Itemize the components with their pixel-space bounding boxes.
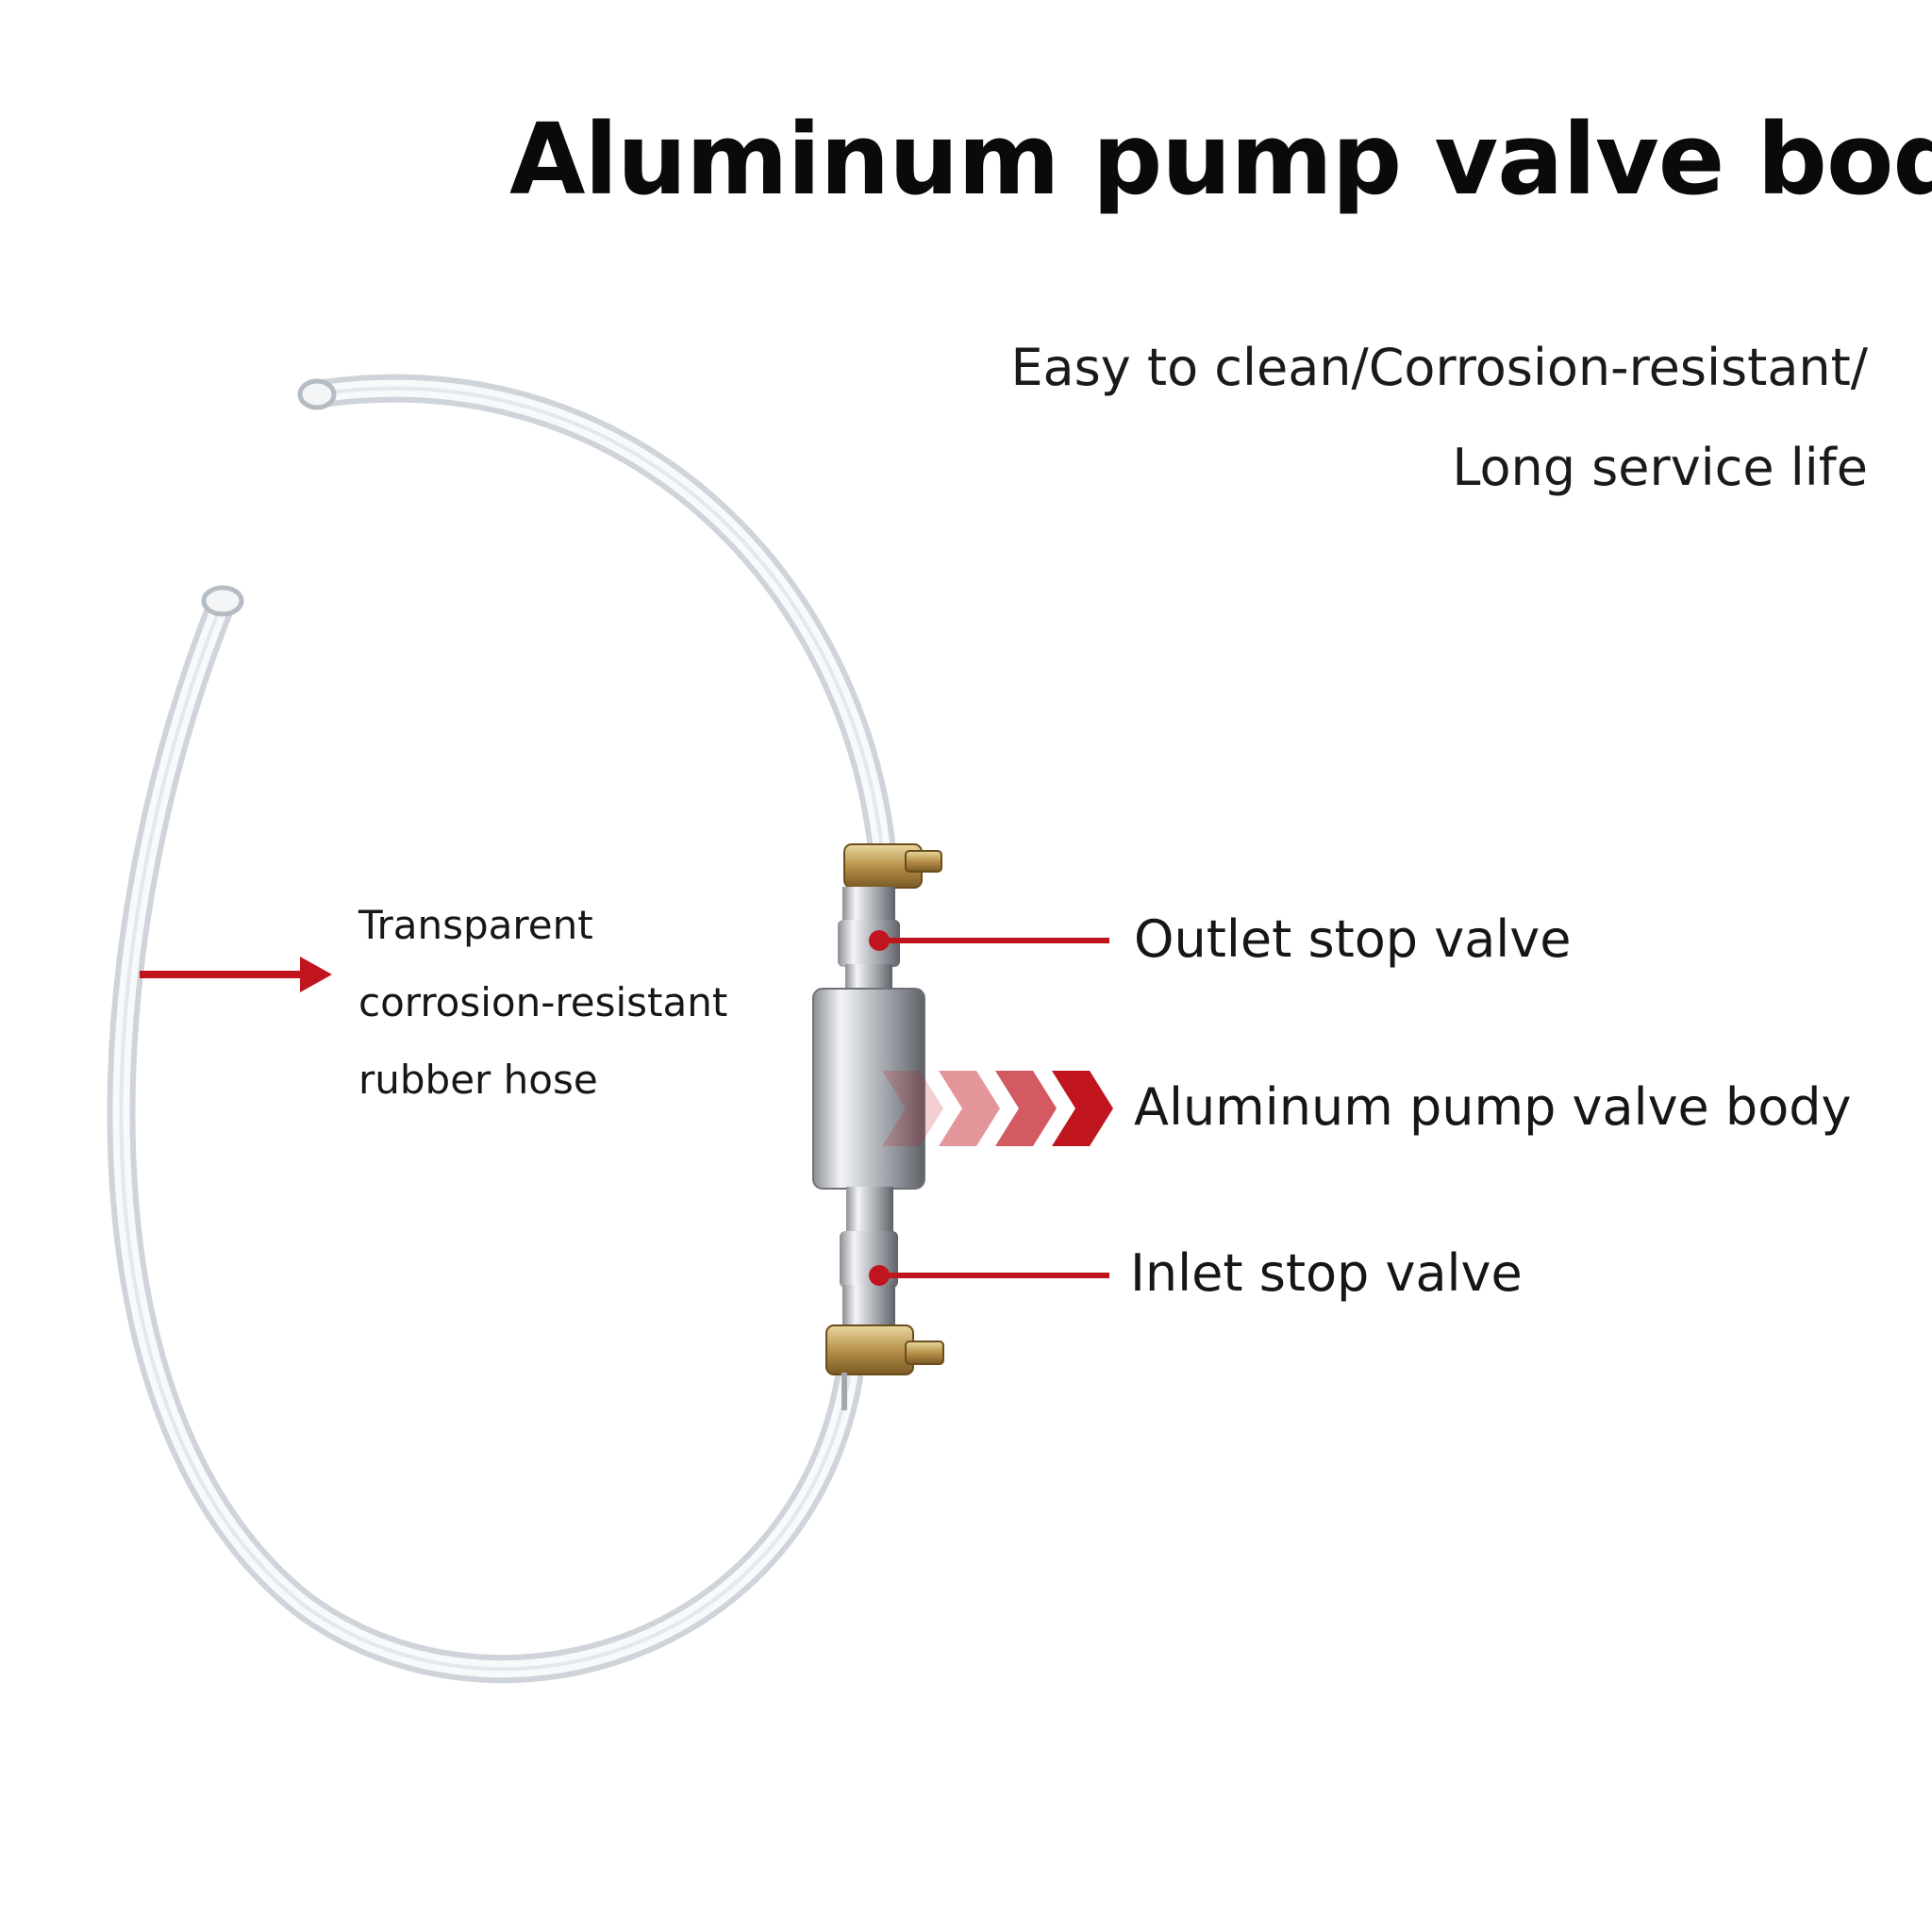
transparent-hose xyxy=(107,374,896,1684)
outlet-stop-valve-label: Outlet stop valve xyxy=(1134,909,1572,969)
hose-label-line-2: corrosion-resistant xyxy=(358,979,728,1025)
hose-pointer-arrow xyxy=(140,957,332,992)
valve-body-label: Aluminum pump valve body xyxy=(1134,1077,1852,1137)
hose-description: Transparent corrosion-resistant rubber h… xyxy=(358,887,727,1119)
inlet-stop-valve-label: Inlet stop valve xyxy=(1130,1243,1523,1303)
page-title: Aluminum pump valve body xyxy=(509,102,1932,217)
body-chevron-arrows xyxy=(882,1071,1113,1146)
hose-label-line-1: Transparent xyxy=(358,902,593,948)
subtitle-line-2: Long service life xyxy=(1452,438,1868,497)
outlet-leader-line xyxy=(869,930,1109,951)
inlet-leader-line xyxy=(869,1265,1109,1286)
hose-label-line-3: rubber hose xyxy=(358,1057,598,1103)
subtitle-line-1: Easy to clean/Corrosion-resistant/ xyxy=(1010,338,1868,397)
